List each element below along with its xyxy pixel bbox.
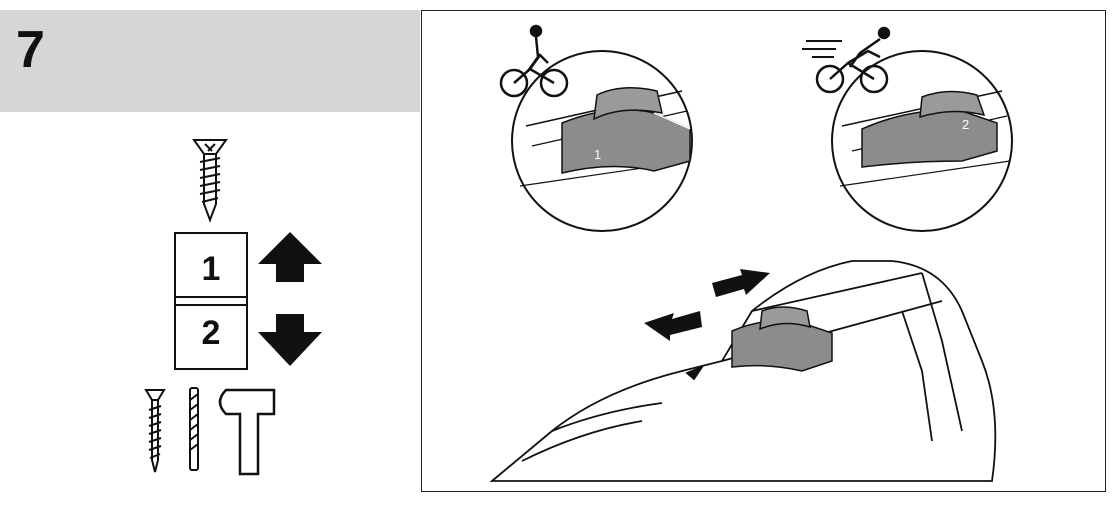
figure-drawing: 1 2 bbox=[489, 24, 1013, 482]
detail-circle-gear-1: 1 bbox=[511, 50, 693, 232]
fast-cyclist-icon bbox=[802, 26, 891, 94]
slow-cyclist-icon bbox=[499, 24, 569, 98]
screw-icon bbox=[192, 139, 228, 223]
gear-2-label: 2 bbox=[201, 313, 221, 352]
slide-right-arrow bbox=[712, 269, 770, 297]
slide-left-arrow bbox=[644, 311, 702, 341]
arrow-down-icon bbox=[258, 314, 322, 366]
gear-2-box: 2 bbox=[174, 296, 248, 370]
gear-switch-1: 1 bbox=[561, 87, 691, 174]
hammer-icon bbox=[218, 388, 276, 476]
switch-mark-1: 1 bbox=[594, 147, 601, 162]
legend-drawing bbox=[144, 139, 322, 476]
step-number: 7 bbox=[16, 21, 45, 79]
step-header: 7 bbox=[0, 10, 420, 112]
gear-switch-2: 2 bbox=[861, 90, 998, 168]
switch-mark-2: 2 bbox=[962, 117, 969, 132]
gear-selection-legend: 1 2 bbox=[0, 112, 420, 508]
drill-bit-icon bbox=[189, 387, 199, 471]
wood-screw-icon bbox=[144, 389, 166, 473]
drill-body bbox=[489, 260, 997, 482]
gear-1-label: 1 bbox=[201, 249, 221, 288]
drill-gear-switch bbox=[731, 306, 833, 372]
arrow-up-icon bbox=[258, 232, 322, 282]
detail-circle-gear-2: 2 bbox=[831, 50, 1013, 232]
gear-1-box: 1 bbox=[174, 232, 248, 306]
drill-gear-switch-figure: 1 2 bbox=[421, 10, 1106, 492]
